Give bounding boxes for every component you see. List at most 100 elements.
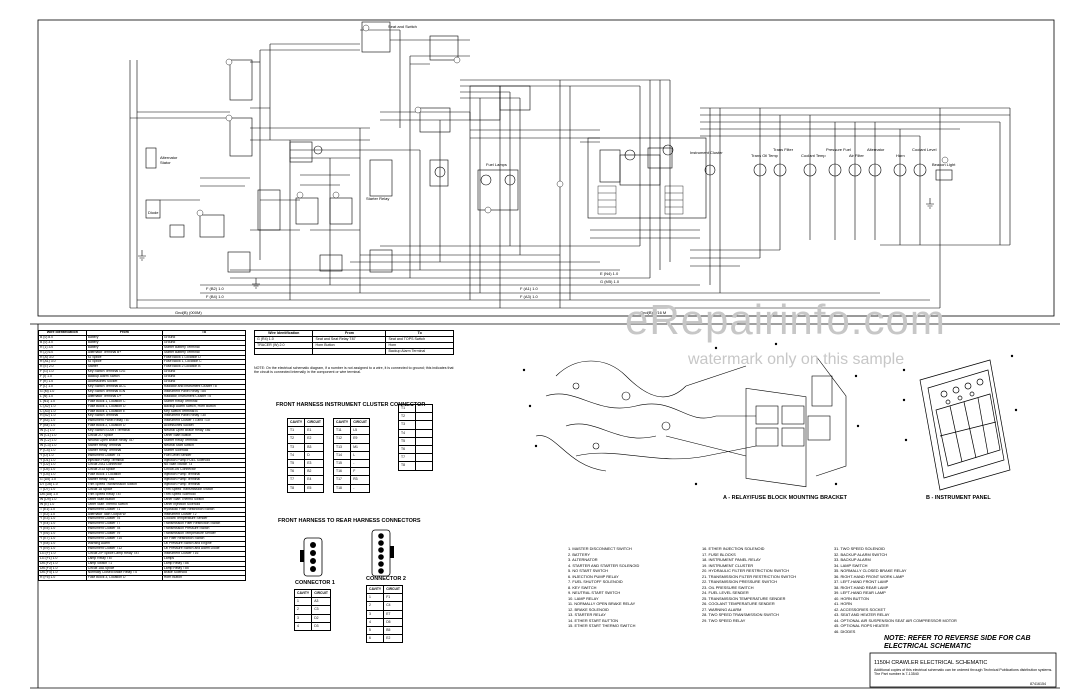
column-header: CIRCUIT	[304, 417, 324, 428]
table-cell: T13	[332, 442, 352, 452]
table-row: Backup Alarm Terminal	[253, 348, 454, 355]
table-cell: T8	[398, 461, 416, 471]
table-cell: T7	[286, 475, 306, 485]
table-cell	[415, 403, 433, 414]
table-cell: T15	[332, 459, 352, 469]
part-number: 87416154	[1030, 682, 1046, 686]
legend-item: 3. ALTERNATOR	[568, 557, 598, 562]
table-cell: 1	[365, 593, 385, 603]
table-cell: C3	[311, 605, 331, 615]
legend-item: 14. ETHER START BUTTON	[568, 617, 619, 623]
table-row: T15-	[332, 459, 370, 469]
table-cell: E4	[304, 475, 324, 485]
connector-1-icon	[300, 537, 323, 577]
legend-item: 5. NO START SWITCH	[568, 568, 608, 573]
legend-item: 25. TRANSMISSION TEMPERATURE SENDER	[702, 595, 786, 601]
instrument-panel-illustration	[902, 354, 1018, 491]
table-cell: -	[350, 459, 370, 469]
table-cell: E5	[304, 483, 324, 493]
legend-item: 1. MASTER DISCONNECT SWITCH	[568, 546, 632, 551]
legend-item: 41. HORN	[834, 601, 852, 606]
legend-item: 29. TWO SPEED RELAY	[702, 617, 746, 623]
wire-label: Gnd(B) 1/16 M	[640, 310, 667, 315]
legend-item: 39. LEFT-HAND REAR LAMP	[834, 590, 886, 595]
table-cell	[415, 445, 433, 455]
legend-item: 27. WARNING ALARM	[702, 606, 742, 612]
table-cell: B3	[304, 442, 324, 452]
table-cell: T3	[286, 442, 306, 452]
legend-item: 10. LAMP RELAY	[568, 595, 599, 601]
table-cell: E2	[304, 434, 324, 444]
wiring-schematic-diagram	[37, 19, 1055, 317]
table-cell: 6	[365, 634, 385, 644]
legend-item: 7. FUEL SHUTOFF SOLENOID	[568, 579, 623, 584]
table-cell: T8	[286, 483, 306, 493]
table-cell: T14	[332, 450, 352, 461]
legend-item: 42. ACCESSORIES SOCKET	[834, 606, 886, 612]
connector-2-label: CONNECTOR 2	[366, 576, 406, 582]
table-cell: D2	[311, 613, 331, 623]
wire-label: G (M5) 1.0	[600, 279, 620, 284]
table-cell: T4	[398, 428, 416, 438]
table-cell: L5	[350, 426, 370, 436]
table-cell: A3	[311, 597, 331, 607]
table-row: T2	[398, 412, 433, 422]
legend-item: 38. RIGHT-HAND REAR LAMP	[834, 584, 889, 590]
legend-item: 2. BATTERY	[568, 551, 590, 557]
connector-2-icon	[371, 529, 394, 577]
table-cell: E3	[304, 459, 324, 469]
beacon-light-label: Beacon Light	[932, 162, 956, 167]
table-cell: 1	[293, 597, 313, 607]
table-cell: T11	[332, 426, 352, 436]
table-cell: M1	[350, 442, 370, 452]
legend-item: 15. ETHER START THERMO SWITCH	[568, 623, 636, 628]
table-cell: T5	[398, 436, 416, 447]
legend-item: 37. LEFT-HAND FRONT LAMP	[834, 579, 889, 584]
table-cell	[312, 348, 387, 355]
table-cell	[415, 453, 433, 463]
table-cell: L	[350, 450, 370, 461]
wire-label: F (B2) 1.0	[206, 286, 224, 291]
legend-item: 11. NORMALLY OPEN BRAKE RELAY	[568, 601, 636, 606]
table-cell: T6	[398, 445, 416, 455]
note-wire-table: Wire Identification From To G (R4) 1.0 S…	[253, 330, 454, 355]
wire-label: Gnd(B) (000M)	[175, 310, 202, 315]
table-cell: Backup Alarm Terminal	[385, 348, 454, 355]
legend-item: 21. TRANSMISSION FILTER RESTRICTION SWIT…	[702, 573, 797, 579]
watermark-sample: watermark only on this sample	[688, 351, 905, 368]
column-header: CAVITY	[293, 588, 313, 599]
connector-1-label: CONNECTOR 1	[295, 580, 335, 586]
view-a-caption: A - RELAY/FUSE BLOCK MOUNTING BRACKET	[723, 495, 847, 501]
table-cell: B5	[383, 626, 403, 636]
column-header: CAVITY	[286, 417, 306, 428]
table-cell: T2	[286, 434, 306, 444]
table-cell: T1	[398, 403, 416, 414]
table-cell: 2	[293, 605, 313, 615]
table-cell: E2	[383, 634, 403, 644]
legend-item: 43. SEAT AND HEATER RELAY	[834, 612, 890, 617]
table-cell: R (F5) 1.0	[38, 575, 87, 582]
legend-item: 17. FUSE BLOCKS	[702, 551, 736, 557]
table-cell: -	[350, 483, 370, 493]
gauge-label: Horn	[896, 153, 905, 158]
watermark-brand: eRepairinfo.com	[625, 296, 946, 343]
column-header: CIRCUIT	[350, 417, 370, 428]
